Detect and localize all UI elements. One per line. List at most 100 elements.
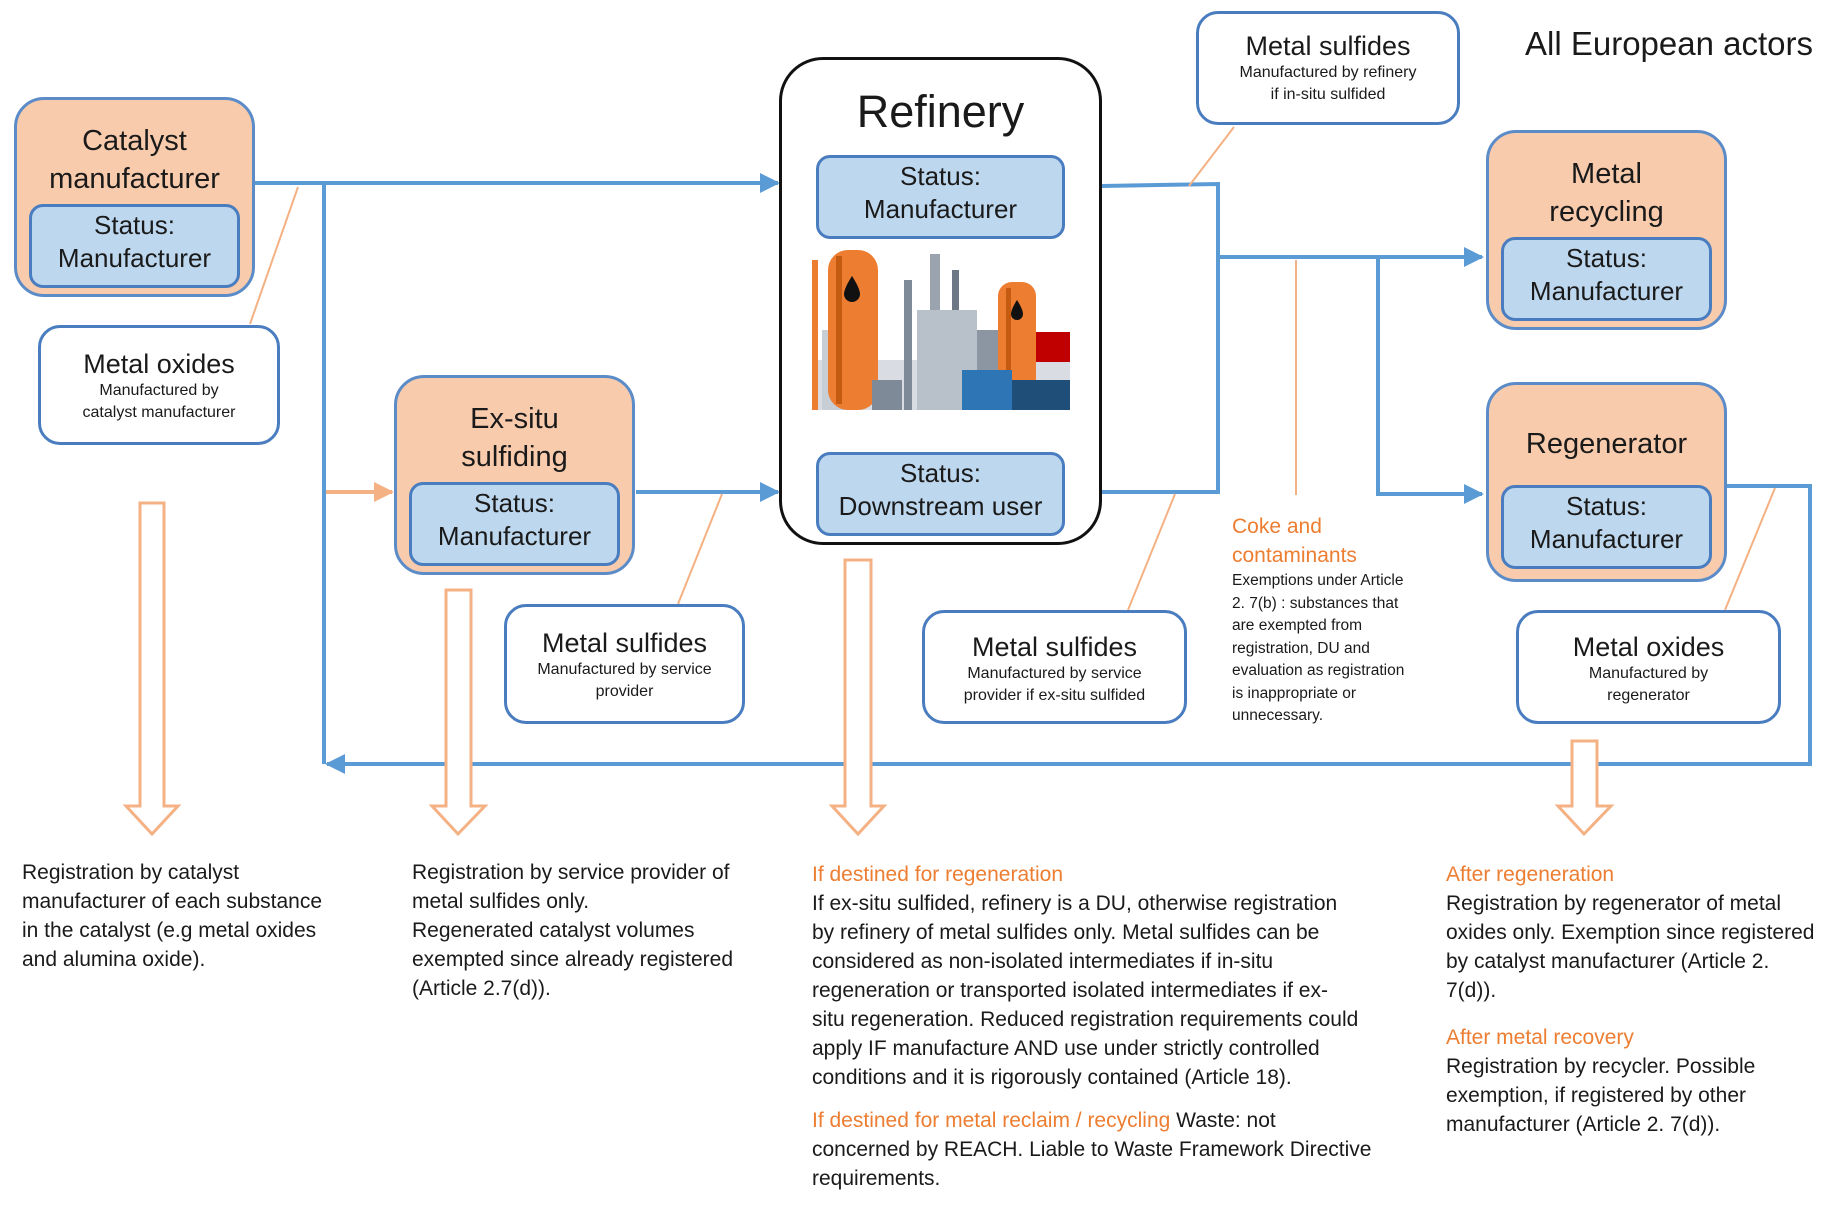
refinery-status-manufacturer: Status: Manufacturer xyxy=(816,155,1065,239)
note-line: by catalyst manufacturer (Article 2. xyxy=(1446,950,1770,973)
down-arrow-refinery xyxy=(828,558,888,837)
coke-line: is inappropriate or xyxy=(1232,684,1357,702)
status-value: Manufacturer xyxy=(437,521,592,551)
coke-line: unnecessary. xyxy=(1232,707,1324,724)
note-line: Registration by recycler. Possible xyxy=(1446,1055,1756,1078)
metal-sulfides-refinery-callout: Metal sulfides Manufactured by refinery … xyxy=(1196,11,1460,125)
callout-sub-line2: regenerator xyxy=(1607,687,1690,704)
note-line: metal sulfides only. xyxy=(412,890,590,913)
coke-title-line2: contaminants xyxy=(1232,544,1357,567)
status-label: Status: xyxy=(474,488,555,518)
note-line: Registration by catalyst xyxy=(22,861,240,884)
refinery-title: Refinery xyxy=(856,86,1025,137)
note-line: Waste: not xyxy=(1170,1109,1276,1132)
note-line: oxides only. Exemption since registered xyxy=(1446,921,1815,944)
coke-line: 2. 7(b) : substances that xyxy=(1232,594,1399,612)
note-line: concerned by REACH. Liable to Waste Fram… xyxy=(812,1138,1372,1161)
recycling-title-line1: Metal xyxy=(1571,158,1642,190)
status-label: Status: xyxy=(94,210,175,240)
note-line: (Article 2.7(d)). xyxy=(412,977,551,1000)
status-label: Status: xyxy=(1566,491,1647,521)
note-line: Regenerated catalyst volumes xyxy=(412,919,695,942)
down-arrow-service xyxy=(428,588,489,837)
coke-line: evaluation as registration xyxy=(1232,662,1405,679)
ex-situ-sulfiding-box: Ex-situ sulfiding Status: Manufacturer xyxy=(394,375,635,575)
coke-exemption-text: Exemptions under Article 2. 7(b) : subst… xyxy=(1232,570,1404,728)
down-arrow-regenerator xyxy=(1554,739,1615,837)
note-catalyst-registration: Registration by catalyst manufacturer of… xyxy=(22,858,322,974)
coke-contaminants-title: Coke and contaminants xyxy=(1232,512,1357,570)
catalyst-title-line1: Catalyst xyxy=(82,125,187,157)
note-line: Registration by regenerator of metal xyxy=(1446,892,1782,915)
note-heading: If destined for regeneration xyxy=(812,863,1063,886)
callout-title: Metal oxides xyxy=(83,349,235,379)
status-label: Status: xyxy=(900,458,981,488)
recycling-title-line2: recycling xyxy=(1549,196,1664,228)
note-refinery-registration: If destined for regeneration If ex-situ … xyxy=(812,860,1412,1193)
coke-line: registration, DU and xyxy=(1232,639,1370,657)
status-value: Manufacturer xyxy=(863,194,1018,224)
status-value: Downstream user xyxy=(838,491,1043,521)
exsitu-status-badge: Status: Manufacturer xyxy=(409,482,620,566)
catalyst-manufacturer-box: Catalyst manufacturer Status: Manufactur… xyxy=(14,97,255,297)
flow-regenerator-return xyxy=(325,484,1812,774)
note-heading: After regeneration xyxy=(1446,863,1615,886)
status-value: Manufacturer xyxy=(1529,276,1684,306)
callout-title: Metal oxides xyxy=(1572,632,1725,662)
metal-oxides-regenerator-callout: Metal oxides Manufactured by regenerator xyxy=(1516,610,1781,724)
callout-sub-line2: provider if ex-situ sulfided xyxy=(963,687,1146,704)
exsitu-title-line1: Ex-situ xyxy=(470,403,559,435)
status-value: Manufacturer xyxy=(57,243,212,273)
note-line: manufacturer of each substance xyxy=(22,890,323,913)
catalyst-title-line2: manufacturer xyxy=(49,163,220,195)
callout-sub-line2: if in-situ sulfided xyxy=(1270,86,1386,103)
note-heading: After metal recovery xyxy=(1446,1026,1634,1049)
note-line: and alumina oxide). xyxy=(22,948,206,971)
note-line: regeneration or transported isolated int… xyxy=(812,979,1328,1002)
catalyst-status-badge: Status: Manufacturer xyxy=(29,204,240,288)
callout-sub-line1: Manufactured by refinery xyxy=(1239,64,1417,81)
note-line: requirements. xyxy=(812,1167,941,1190)
callout-sub-line1: Manufactured by xyxy=(99,382,219,399)
callout-title: Metal sulfides xyxy=(1245,31,1411,61)
note-line: manufacturer (Article 2. 7(d)). xyxy=(1446,1113,1721,1136)
note-line: apply IF manufacture AND use under stric… xyxy=(812,1037,1320,1060)
coke-line: are exempted from xyxy=(1232,617,1363,634)
regenerator-status-badge: Status: Manufacturer xyxy=(1501,485,1712,569)
note-regenerator-registration: After regeneration Registration by regen… xyxy=(1446,860,1842,1139)
refinery-box: Refinery Status: Manufacturer Status: Do… xyxy=(779,57,1102,545)
down-arrow-catalyst xyxy=(122,501,182,837)
status-value: Manufacturer xyxy=(1529,524,1684,554)
coke-line: Exemptions under Article xyxy=(1232,572,1404,589)
flow-to-regenerator xyxy=(1376,257,1484,504)
callout-title: Metal sulfides xyxy=(971,632,1138,662)
metal-sulfides-service-callout: Metal sulfides Manufactured by service p… xyxy=(504,604,745,724)
status-label: Status: xyxy=(900,161,981,191)
note-line: considered as non-isolated intermediates… xyxy=(812,950,1274,973)
note-line: by refinery of metal sulfides only. Meta… xyxy=(812,921,1320,944)
callout-sub-line1: Manufactured by service xyxy=(537,661,712,678)
note-heading: If destined for metal reclaim / recyclin… xyxy=(812,1109,1171,1132)
status-label: Status: xyxy=(1566,243,1647,273)
note-line: Registration by service provider of xyxy=(412,861,730,884)
note-line: If ex-situ sulfided, refinery is a DU, o… xyxy=(812,892,1338,915)
refinery-illustration xyxy=(812,250,1070,410)
metal-sulfides-exsitu-callout: Metal sulfides Manufactured by service p… xyxy=(922,610,1187,724)
note-line: exempted since already registered xyxy=(412,948,734,971)
note-line: in the catalyst (e.g metal oxides xyxy=(22,919,317,942)
exsitu-title-line2: sulfiding xyxy=(461,441,568,473)
note-line: conditions and it is rigorously containe… xyxy=(812,1066,1292,1089)
refinery-status-downstream: Status: Downstream user xyxy=(816,452,1065,536)
regenerator-box: Regenerator Status: Manufacturer xyxy=(1486,382,1727,582)
callout-sub-line1: Manufactured by xyxy=(1588,665,1709,682)
regenerator-title: Regenerator xyxy=(1525,428,1688,460)
metal-recycling-box: Metal recycling Status: Manufacturer xyxy=(1486,130,1727,330)
callout-sub-line1: Manufactured by service xyxy=(967,665,1142,682)
page-title: All European actors xyxy=(1525,25,1813,62)
callout-sub-line2: provider xyxy=(595,683,654,700)
recycling-status-badge: Status: Manufacturer xyxy=(1501,237,1712,321)
note-service-registration: Registration by service provider of meta… xyxy=(412,858,733,1003)
callout-sub-line2: catalyst manufacturer xyxy=(82,404,236,421)
flow-refinery-out xyxy=(1101,181,1220,494)
